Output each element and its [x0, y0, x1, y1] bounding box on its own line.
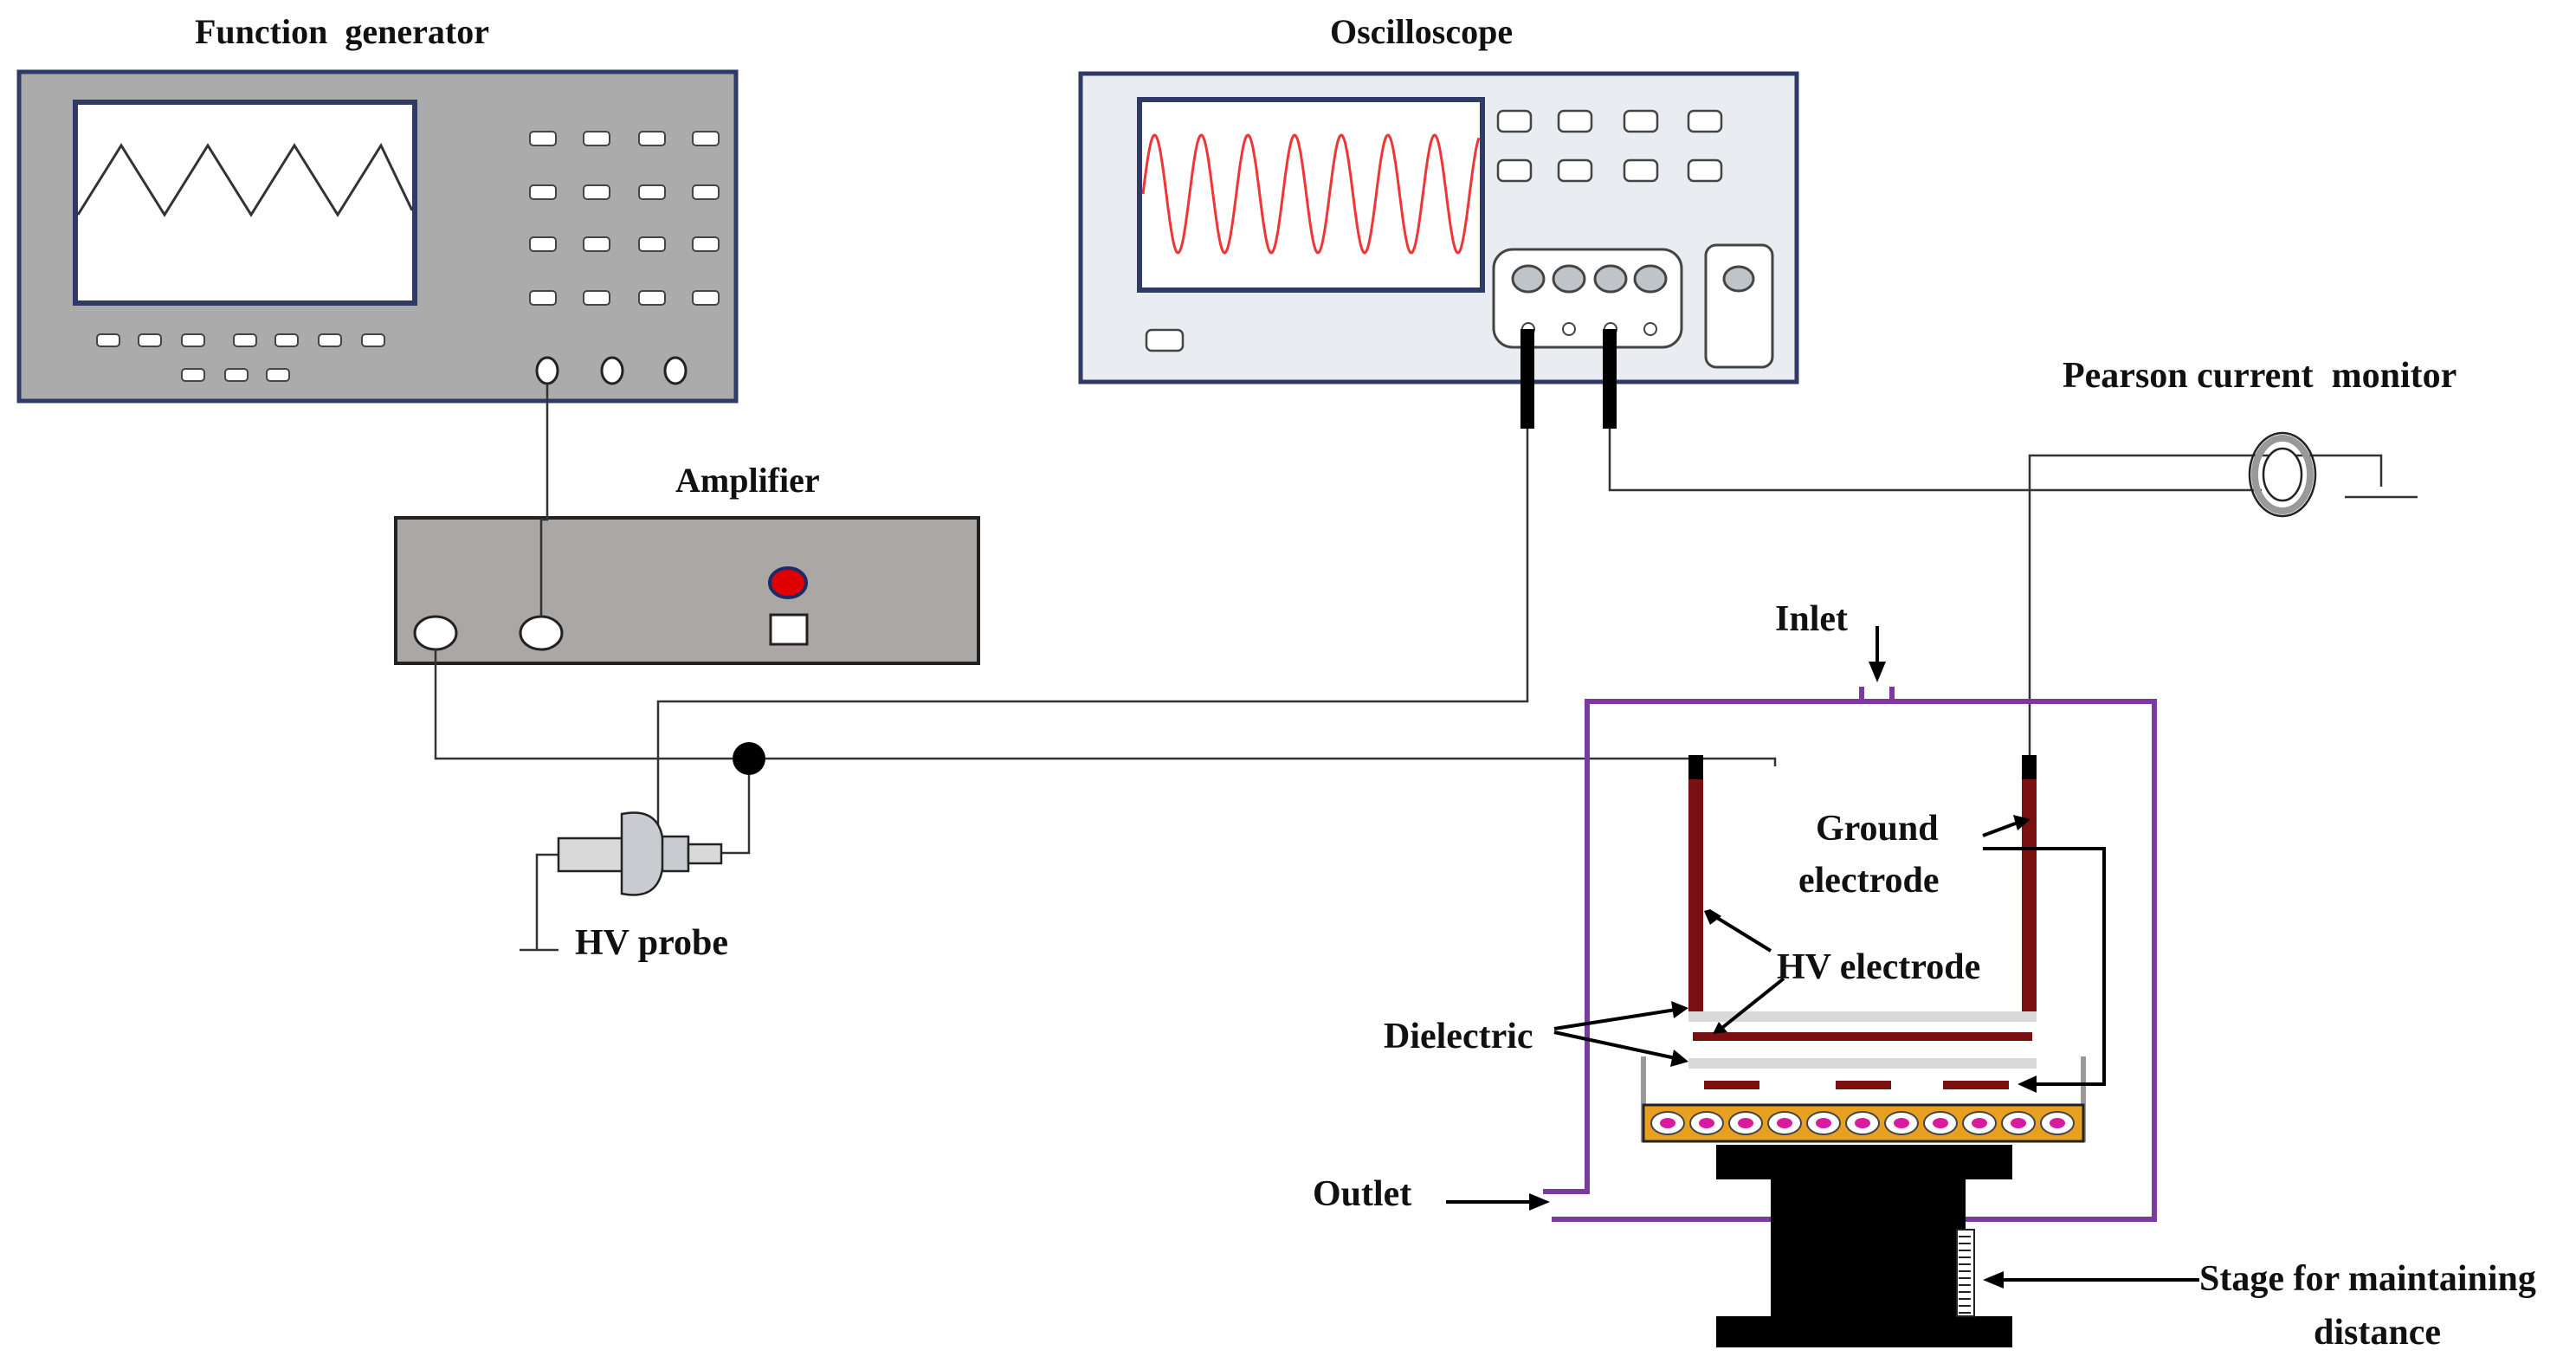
chamber-wall-left	[1543, 699, 1862, 1194]
sample-dot	[1777, 1118, 1792, 1128]
hv-probe-label: HV probe	[575, 923, 728, 963]
oscilloscope-screen	[1137, 97, 1485, 293]
sample-dot	[1660, 1118, 1675, 1128]
function-generator-title: Function generator	[195, 12, 489, 51]
amplifier-title: Amplifier	[675, 461, 820, 500]
sample-dot	[1933, 1118, 1948, 1128]
pearson-current-monitor	[2248, 431, 2317, 518]
reactor-chamber	[1543, 687, 2157, 1347]
ground-electrode-label-line2: electrode	[1798, 861, 1939, 901]
amplifier	[394, 516, 980, 665]
stage-scale	[1956, 1229, 1975, 1317]
amplifier-body	[394, 516, 980, 665]
sample-dot	[2011, 1118, 2026, 1128]
sample-dot	[2050, 1118, 2065, 1128]
function-generator-output-ports	[535, 356, 688, 385]
stage-label-line1: Stage for maintaining	[2199, 1259, 2536, 1299]
stage-label-line2: distance	[2314, 1313, 2441, 1353]
inlet-label: Inlet	[1775, 599, 1848, 639]
amplifier-indicator-light	[768, 566, 808, 599]
oscilloscope	[1078, 71, 1799, 429]
hv-electrode-label: HV electrode	[1777, 947, 1980, 987]
ground-electrode-dashed	[1704, 1081, 2009, 1089]
oscilloscope-probe-plug-2	[1603, 329, 1617, 429]
outlet-label: Outlet	[1313, 1174, 1411, 1214]
pearson-monitor-label: Pearson current monitor	[2063, 356, 2457, 396]
ground-electrode	[2022, 779, 2037, 1011]
stage-platform	[1716, 1145, 2012, 1347]
oscilloscope-title: Oscilloscope	[1330, 12, 1513, 51]
amplifier-output-port	[413, 615, 458, 651]
sample-dot	[1816, 1118, 1831, 1128]
wiring	[434, 384, 2418, 952]
dielectric-top	[1688, 1011, 2037, 1022]
sample-dot	[1738, 1118, 1753, 1128]
oscilloscope-buttons	[1145, 109, 1723, 352]
oscilloscope-probe-plug-1	[1520, 329, 1534, 429]
sample-dot	[1972, 1118, 1987, 1128]
sample-dot	[1855, 1118, 1870, 1128]
hv-electrode-left	[1688, 779, 1703, 1011]
oscilloscope-knobs	[1511, 264, 1668, 294]
function-generator-buttons	[96, 333, 385, 382]
amplifier-switch	[769, 613, 809, 646]
hv-electrode-plate	[1693, 1032, 2032, 1041]
sample-dots	[1650, 1111, 2075, 1135]
function-generator	[16, 69, 739, 404]
annotation-arrows	[1446, 626, 2199, 1289]
hv-probe	[557, 811, 723, 896]
sample-dot	[1699, 1118, 1714, 1128]
wire-junction	[733, 742, 765, 775]
sample-dot	[1894, 1118, 1909, 1128]
sine-wave-icon	[1141, 133, 1481, 255]
ground-electrode-label-line1: Ground	[1816, 809, 1939, 849]
dielectric-bottom	[1688, 1058, 2037, 1069]
function-generator-keypad	[529, 131, 720, 306]
amplifier-input-port	[519, 615, 564, 651]
dielectric-label: Dielectric	[1384, 1017, 1533, 1056]
triangle-wave-icon	[76, 142, 414, 217]
oscilloscope-power-panel	[1704, 243, 1774, 369]
oscilloscope-power-knob	[1722, 265, 1755, 293]
